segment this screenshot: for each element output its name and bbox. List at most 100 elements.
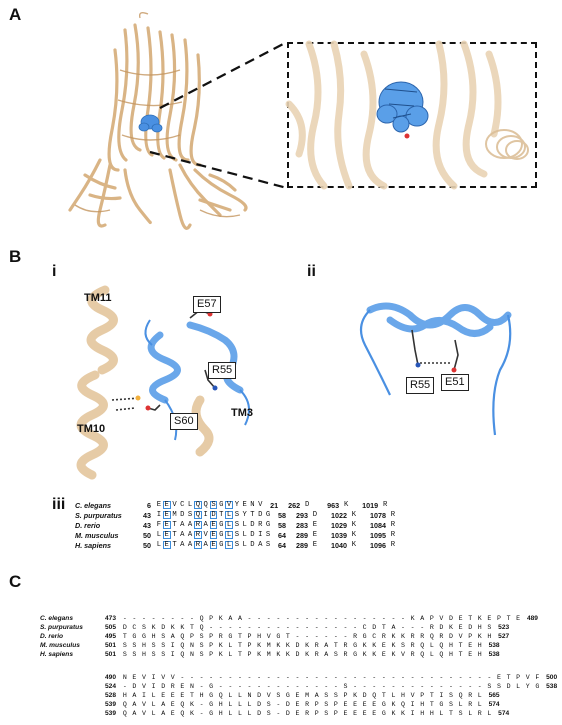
residue: S — [211, 501, 216, 509]
residue: S — [161, 651, 166, 658]
residue: - — [420, 624, 425, 631]
residue: E — [362, 701, 367, 708]
residue: K — [391, 633, 396, 640]
residue: C — [132, 624, 137, 631]
residue: L — [151, 692, 156, 699]
residue: Q — [420, 651, 425, 658]
residue: S — [324, 701, 329, 708]
residue: S — [122, 642, 127, 649]
residue: D — [211, 511, 216, 519]
residue: I — [142, 692, 146, 699]
residue: P — [189, 633, 194, 640]
residue: P — [516, 674, 521, 681]
residue: R — [468, 692, 473, 699]
residue: E — [170, 710, 175, 717]
residue: L — [391, 692, 396, 699]
residue: - — [353, 683, 358, 690]
residue: F — [156, 521, 162, 529]
residue: K — [477, 633, 482, 640]
residue: E — [211, 531, 216, 539]
residue: P — [247, 633, 252, 640]
zoom-connector-lines — [149, 41, 288, 190]
label-tm3: TM3 — [231, 407, 253, 419]
residue: S — [151, 642, 156, 649]
residue: T — [250, 511, 255, 519]
residue: Q — [180, 633, 185, 640]
callout-r55-ii: R55 — [406, 377, 435, 394]
residue: - — [305, 624, 310, 631]
residue: L — [187, 501, 193, 509]
residue-position: 1019 — [362, 500, 379, 510]
residue: L — [156, 531, 162, 539]
residue: G — [209, 710, 214, 717]
residue: - — [247, 683, 252, 690]
residue: V — [266, 633, 271, 640]
callout-e57: E57 — [193, 296, 221, 313]
residue: E — [353, 701, 358, 708]
residue: S — [458, 710, 463, 717]
residue: A — [258, 541, 263, 549]
residue: - — [199, 674, 204, 681]
residue: - — [333, 674, 338, 681]
residue: V — [410, 692, 415, 699]
start-position: 505 — [104, 624, 116, 631]
residue: - — [324, 624, 329, 631]
residue: A — [324, 651, 329, 658]
residue: - — [257, 615, 262, 622]
residue: M — [305, 692, 310, 699]
residue: K — [449, 624, 453, 631]
residue: - — [343, 624, 348, 631]
residue: E — [312, 541, 318, 549]
residue: T — [172, 541, 177, 549]
residue: - — [276, 624, 281, 631]
residue: Q — [199, 624, 204, 631]
start-position: 524 — [104, 683, 116, 690]
residue: - — [199, 701, 204, 708]
species-name: D. rerio — [40, 633, 64, 640]
residue: L — [247, 710, 252, 717]
residue: D — [257, 710, 262, 717]
residue: D — [161, 683, 166, 690]
residue: - — [285, 674, 290, 681]
residue: D — [506, 683, 511, 690]
residue: L — [226, 511, 232, 519]
end-position: 500 — [546, 674, 558, 681]
residue: E — [458, 624, 463, 631]
residue: Q — [439, 642, 444, 649]
residue: D — [362, 692, 367, 699]
residue: - — [199, 683, 204, 690]
end-position: 523 — [498, 624, 510, 631]
residue-position: 1040 — [330, 540, 347, 550]
residue: L — [228, 710, 233, 717]
residue: - — [353, 624, 358, 631]
residue: - — [429, 674, 434, 681]
residue: - — [285, 624, 290, 631]
residue: K — [351, 541, 357, 549]
residue: A — [132, 701, 137, 708]
residue: S — [132, 651, 137, 658]
residue: P — [247, 642, 252, 649]
end-position: 574 — [488, 701, 500, 708]
residue: Y — [525, 683, 530, 690]
residue: - — [266, 624, 271, 631]
end-position: 527 — [498, 633, 510, 640]
residue: V — [439, 615, 444, 622]
residue: L — [487, 710, 492, 717]
residue: - — [314, 615, 319, 622]
species-name: C. elegans — [40, 615, 73, 622]
residue: S — [324, 692, 329, 699]
residue: K — [285, 651, 290, 658]
residue: - — [180, 615, 185, 622]
residue: T — [506, 615, 511, 622]
residue: H — [142, 642, 146, 649]
residue: L — [237, 701, 242, 708]
residue: P — [209, 651, 214, 658]
residue: - — [401, 624, 405, 631]
residue: Q — [195, 511, 201, 519]
residue: D — [250, 531, 255, 539]
residue: P — [209, 642, 214, 649]
residue: - — [305, 683, 310, 690]
residue: L — [226, 541, 232, 549]
